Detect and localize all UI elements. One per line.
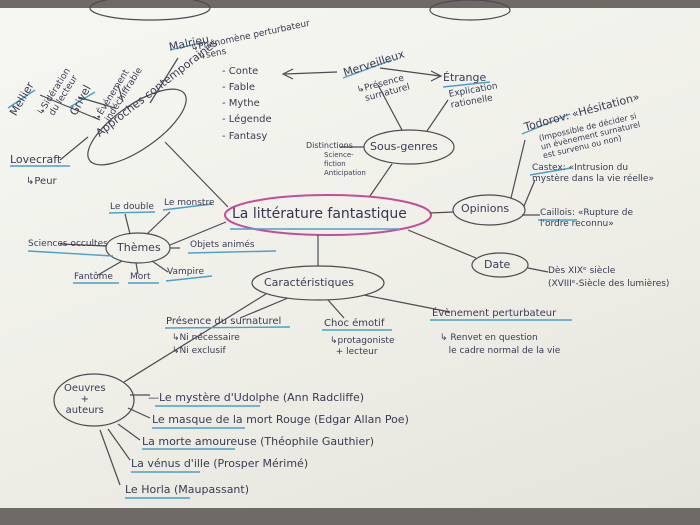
- oeuvre-item: —Le mystère d'Udolphe (Ann Radcliffe): [148, 391, 365, 404]
- choc-label: Choc émotif: [324, 318, 385, 329]
- presence-note: ↳Ni nécessaire ↳Ni exclusif: [172, 333, 240, 356]
- lovecraft-note: ↳Peur: [26, 176, 57, 187]
- paper-sheet: [0, 8, 700, 508]
- caracteristiques-title: Caractéristiques: [264, 276, 354, 289]
- castex-label: Castex: «Intrusion du mystère dans la vi…: [532, 163, 654, 184]
- opinions-title: Opinions: [461, 202, 510, 215]
- oeuvres-title: Oeuvres + auteurs: [64, 383, 106, 416]
- tr-bubble: [429, 0, 511, 21]
- sous-genres-title: Sous-genres: [370, 140, 438, 153]
- genre-item: - Fantasy: [222, 131, 268, 142]
- tl-bubble: [89, 0, 211, 21]
- genre-item: - Mythe: [222, 98, 260, 109]
- theme-item: Sciences occultes: [28, 239, 108, 249]
- center-bubble: [224, 194, 432, 236]
- presence-label: Présence du surnaturel: [166, 316, 282, 327]
- theme-item: Vampire: [167, 267, 204, 277]
- theme-item: Le monstre: [164, 198, 215, 208]
- date-note: Dès XIXᵉ siècle (XVIIIᵉ-Siècle des lumiè…: [548, 266, 670, 289]
- distinctions-note: Science- fiction Anticipation: [324, 151, 366, 177]
- opinions-bubble: [452, 194, 526, 226]
- evenement-label: Évènement perturbateur: [432, 308, 557, 319]
- lovecraft-label: Lovecraft: [10, 153, 62, 166]
- caillois-label: Caillois: «Rupture de l'ordre reconnu»: [540, 208, 634, 229]
- theme-item: Le double: [110, 202, 154, 212]
- etrange-label: Étrange: [443, 71, 487, 84]
- distinctions-label: Distinctions: [306, 141, 353, 150]
- theme-item: Mort: [130, 272, 151, 282]
- approches-bubble: [87, 88, 187, 166]
- oeuvre-item: Le Horla (Maupassant): [125, 483, 250, 496]
- genre-item: - Légende: [222, 114, 272, 125]
- oeuvre-item: La vénus d'ille (Prosper Mérimé): [131, 457, 309, 470]
- center-topic: La littérature fantastique: [232, 206, 407, 222]
- evenement-note: ↳ Renvet en question le cadre normal de …: [440, 333, 561, 356]
- oeuvre-item: Le masque de la mort Rouge (Edgar Allan …: [152, 413, 409, 426]
- oeuvres-bubble: [53, 373, 135, 427]
- date-title: Date: [484, 258, 511, 271]
- themes-title: Thèmes: [117, 241, 161, 254]
- choc-note: ↳protagoniste + lecteur: [330, 336, 395, 357]
- theme-item: Objets animés: [190, 240, 255, 250]
- genre-item: - Conte: [222, 66, 259, 77]
- theme-item: Fantôme: [74, 272, 113, 282]
- oeuvre-item: La morte amoureuse (Théophile Gauthier): [142, 435, 375, 448]
- genre-item: - Fable: [222, 82, 256, 93]
- date-bubble: [471, 252, 529, 278]
